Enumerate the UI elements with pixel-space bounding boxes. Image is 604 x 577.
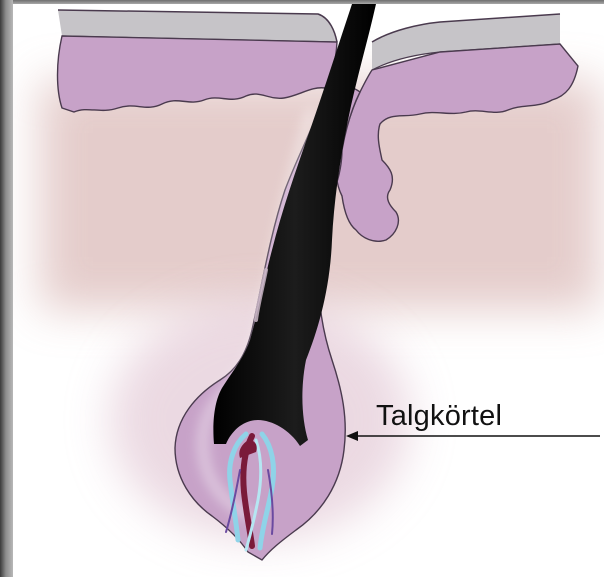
hair-follicle-diagram [13,4,604,577]
frame-left-border [0,0,13,577]
callout-label: Talgkörtel [376,402,502,431]
